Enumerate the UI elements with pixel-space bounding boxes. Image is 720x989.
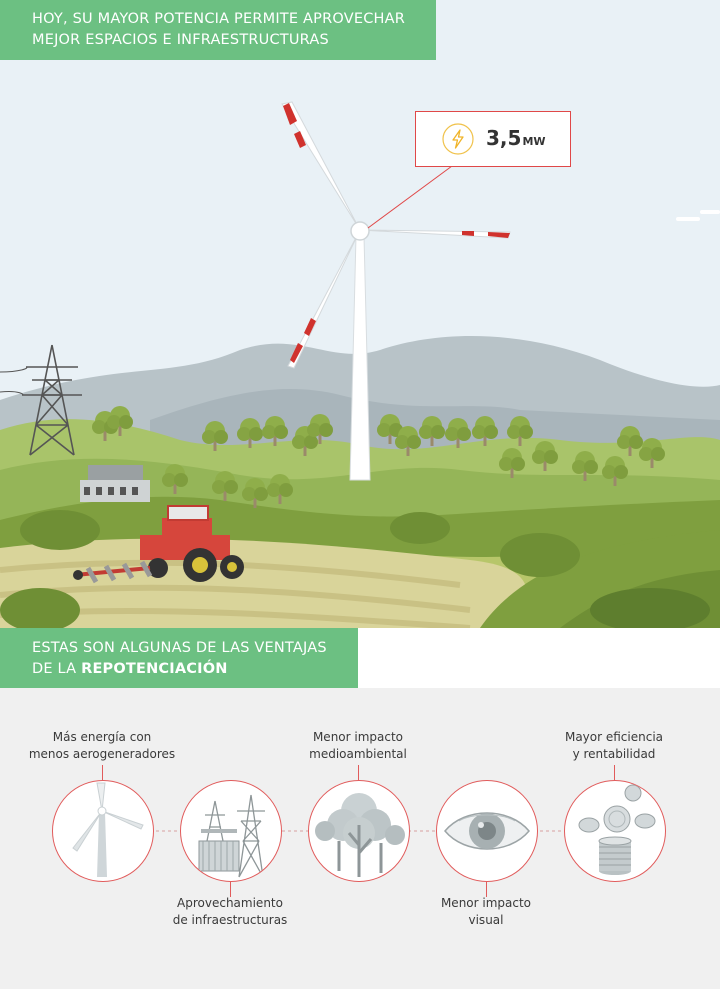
benefit-connector-infrastructure: [230, 882, 231, 897]
power-value: 3,5MW: [486, 126, 546, 150]
landscape-illustration: [0, 0, 720, 628]
section-banner: ESTAS SON ALGUNAS DE LAS VENTAJAS DE LA …: [0, 628, 358, 688]
power-unit: MW: [522, 135, 546, 148]
benefit-circle-infrastructure: [180, 780, 282, 882]
benefit-circle-environment: [308, 780, 410, 882]
power-callout: 3,5MW: [415, 111, 571, 167]
header-line-1: HOY, SU MAYOR POTENCIA PERMITE APROVECHA…: [32, 11, 406, 27]
eye-icon: [444, 812, 530, 850]
section-line-2: DE LA REPOTENCIACIÓN: [32, 661, 228, 677]
section-highlight: REPOTENCIACIÓN: [81, 661, 228, 677]
benefit-circle-efficiency: [564, 780, 666, 882]
lightning-icon: [442, 123, 474, 155]
header-line-2: MEJOR ESPACIOS E INFRAESTRUCTURAS: [32, 32, 329, 48]
header-banner: HOY, SU MAYOR POTENCIA PERMITE APROVECHA…: [0, 0, 436, 60]
benefit-connector-visual: [486, 882, 487, 897]
benefit-connector-energy: [102, 765, 103, 780]
coins-icon: [578, 784, 656, 875]
benefit-circle-visual: [436, 780, 538, 882]
section-line-1: ESTAS SON ALGUNAS DE LAS VENTAJAS: [32, 640, 327, 656]
wind-turbine-icon: [72, 782, 144, 877]
benefit-connector-efficiency: [614, 765, 615, 780]
power-infrastructure-icon: [198, 794, 265, 878]
benefit-connector-environment: [358, 765, 359, 780]
trees-icon: [315, 793, 405, 877]
benefit-circle-energy: [52, 780, 154, 882]
